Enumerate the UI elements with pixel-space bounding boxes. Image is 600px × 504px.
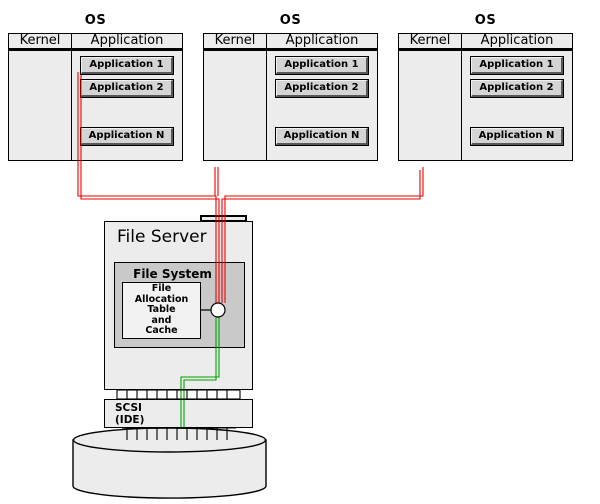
os-header: Kernel Application xyxy=(399,34,572,51)
application-button[interactable]: Application 1 xyxy=(276,57,368,74)
column-header-kernel: Kernel xyxy=(204,34,267,48)
file-allocation-table-box: File Allocation Table and Cache xyxy=(122,282,201,339)
os-header: Kernel Application xyxy=(9,34,182,51)
file-system-title: File System xyxy=(133,267,212,281)
os-box: Kernel Application Application 1 Applica… xyxy=(203,33,378,161)
os-body: Application 1 Application 2 Application … xyxy=(9,51,182,160)
os-title: OS xyxy=(474,13,497,28)
os-box: Kernel Application Application 1 Applica… xyxy=(398,33,573,161)
os-body: Application 1 Application 2 Application … xyxy=(204,51,377,160)
kernel-column xyxy=(399,51,462,160)
os-header: Kernel Application xyxy=(204,34,377,51)
scsi-controller-box: SCSI (IDE) xyxy=(104,399,253,428)
column-header-application: Application xyxy=(90,33,164,48)
file-server-title: File Server xyxy=(117,227,207,247)
application-column: Application 1 Application 2 Application … xyxy=(462,51,572,160)
application-button[interactable]: Application 2 xyxy=(276,80,368,97)
application-button[interactable]: Application N xyxy=(81,128,173,145)
application-button[interactable]: Application N xyxy=(471,128,563,145)
column-header-kernel: Kernel xyxy=(399,34,462,48)
application-column: Application 1 Application 2 Application … xyxy=(72,51,182,160)
application-spacer xyxy=(72,103,182,128)
os-title: OS xyxy=(84,13,107,28)
application-button[interactable]: Application N xyxy=(276,128,368,145)
application-spacer xyxy=(267,103,377,128)
application-button[interactable]: Application 2 xyxy=(471,80,563,97)
kernel-column xyxy=(9,51,72,160)
column-header-kernel: Kernel xyxy=(9,34,72,48)
storage-disk xyxy=(72,427,267,500)
kernel-column xyxy=(204,51,267,160)
file-server-top-connector xyxy=(200,215,247,222)
application-button[interactable]: Application 1 xyxy=(81,57,173,74)
application-button[interactable]: Application 2 xyxy=(81,80,173,97)
file-server-pin-comb xyxy=(116,389,241,400)
os-body: Application 1 Application 2 Application … xyxy=(399,51,572,160)
file-allocation-table-label: File Allocation Table and Cache xyxy=(134,283,189,337)
scsi-controller-label: SCSI (IDE) xyxy=(115,402,145,426)
application-button[interactable]: Application 1 xyxy=(471,57,563,74)
column-header-application: Application xyxy=(285,33,359,48)
application-spacer xyxy=(462,103,572,128)
os-title: OS xyxy=(279,13,302,28)
column-header-application: Application xyxy=(480,33,554,48)
os-box: Kernel Application Application 1 Applica… xyxy=(8,33,183,161)
application-column: Application 1 Application 2 Application … xyxy=(267,51,377,160)
